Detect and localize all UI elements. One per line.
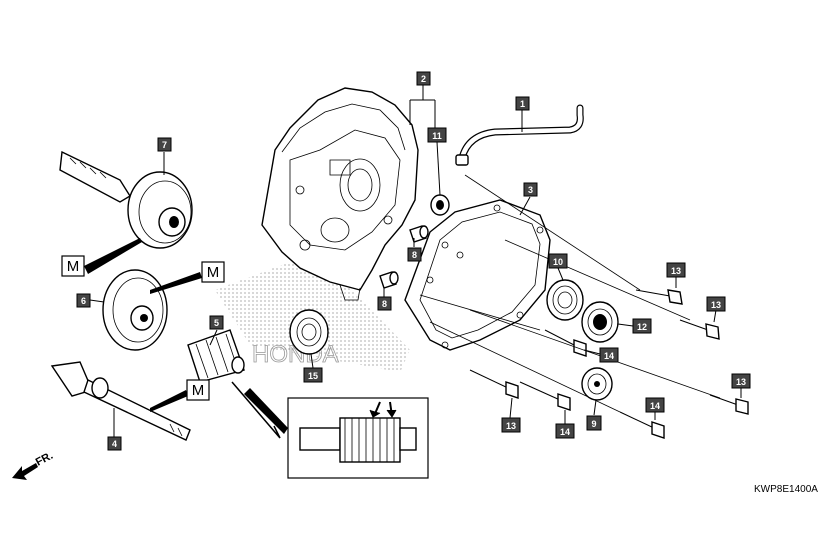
callout-12: 12	[632, 318, 652, 334]
callout-8-upper: 8	[407, 247, 422, 262]
svg-text:1: 1	[520, 99, 525, 109]
dowel-pin-lower	[379, 271, 399, 289]
svg-text:13: 13	[506, 421, 516, 431]
leader-lines	[89, 85, 742, 437]
callout-5: 5	[209, 315, 224, 330]
countershaft	[59, 150, 193, 249]
reference-code: KWP8E1400A	[754, 484, 818, 495]
svg-text:M: M	[67, 258, 80, 275]
bolt-13-d	[709, 394, 749, 415]
svg-text:14: 14	[604, 351, 614, 361]
callout-2: 2	[416, 71, 431, 86]
callout-6: 6	[76, 293, 91, 308]
svg-text:M: M	[207, 264, 220, 281]
svg-text:13: 13	[671, 266, 681, 276]
gasket	[404, 199, 551, 351]
svg-text:8: 8	[382, 299, 387, 309]
callout-14-a: 14	[599, 347, 619, 363]
lube-marker-upper: M	[61, 238, 142, 277]
callout-13-b: 13	[706, 296, 726, 312]
callout-1: 1	[515, 96, 530, 111]
bolt-13-c	[469, 369, 519, 399]
bolt-14-b	[519, 381, 571, 411]
bolt-14-a	[544, 329, 587, 357]
svg-text:7: 7	[162, 140, 167, 150]
svg-text:9: 9	[591, 419, 596, 429]
bolt-13-a	[635, 289, 683, 305]
bearing-15	[289, 309, 329, 355]
bolt-13-b	[679, 319, 720, 340]
callout-8-lower: 8	[377, 296, 392, 311]
bolt-14-c	[619, 411, 665, 439]
callout-11: 11	[427, 127, 447, 143]
front-direction-arrow: FR.	[12, 450, 55, 480]
svg-text:14: 14	[560, 427, 570, 437]
callout-4: 4	[107, 436, 122, 451]
final-shaft	[50, 361, 191, 441]
callout-10: 10	[548, 253, 568, 269]
svg-text:FR.: FR.	[34, 450, 55, 469]
bearing-9	[581, 367, 613, 401]
svg-text:12: 12	[637, 322, 647, 332]
callout-14-b: 14	[555, 423, 575, 439]
svg-text:4: 4	[112, 439, 117, 449]
callout-9: 9	[586, 415, 602, 431]
svg-text:10: 10	[553, 257, 563, 267]
svg-text:3: 3	[528, 185, 533, 195]
lube-marker-middle: M	[150, 261, 225, 294]
lube-marker-lower: M	[150, 379, 210, 412]
oil-seal-12	[581, 301, 619, 343]
callout-7: 7	[157, 137, 172, 152]
svg-text:14: 14	[650, 401, 660, 411]
svg-text:15: 15	[308, 371, 318, 381]
callout-14-c: 14	[645, 397, 665, 413]
callout-13-c: 13	[501, 417, 521, 433]
oil-seal-11	[430, 194, 450, 216]
svg-text:13: 13	[711, 300, 721, 310]
dowel-pin-upper	[409, 225, 429, 243]
svg-text:6: 6	[81, 296, 86, 306]
svg-text:5: 5	[214, 318, 219, 328]
callout-15: 15	[303, 367, 323, 383]
svg-text:M: M	[192, 382, 205, 399]
svg-text:8: 8	[412, 250, 417, 260]
breather-tube	[455, 104, 584, 166]
drive-gear	[187, 329, 245, 383]
transmission-case	[261, 87, 419, 301]
svg-text:11: 11	[432, 131, 442, 141]
svg-text:2: 2	[421, 74, 426, 84]
bearing-10	[546, 279, 584, 321]
detail-inset	[231, 381, 429, 479]
callout-13-a: 13	[666, 262, 686, 278]
svg-text:13: 13	[736, 377, 746, 387]
callout-13-d: 13	[731, 373, 751, 389]
final-driven-gear	[102, 269, 168, 351]
callout-3: 3	[523, 182, 538, 197]
